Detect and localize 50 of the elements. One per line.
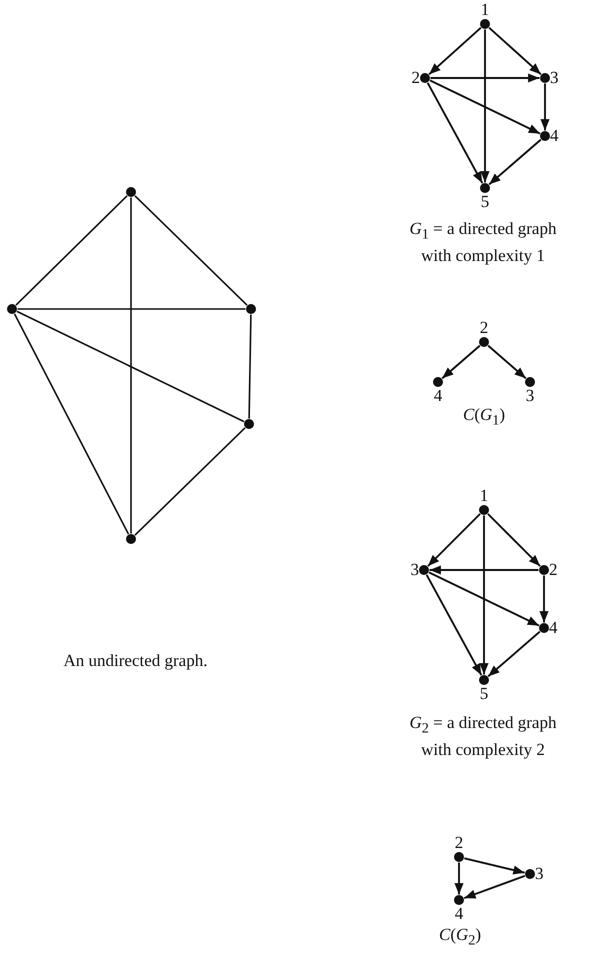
vertex-label: 2: [454, 834, 464, 852]
edge-line: [134, 195, 248, 306]
vertex-label: 3: [526, 387, 534, 405]
vertex-label: 4: [549, 619, 558, 637]
vertex-label: 1: [480, 487, 488, 505]
vertex-label: 3: [550, 69, 558, 87]
vertex-label: 4: [550, 127, 558, 145]
edge-line: [15, 195, 128, 306]
caption: G$_{2}$ = a directed graph with complexity 2: [408, 712, 558, 760]
arrow: [464, 857, 525, 874]
arrow: [428, 26, 482, 76]
caption: C(G$_{1}$): [462, 404, 506, 430]
caption: C(G$_{2}$): [438, 924, 482, 950]
vertex-label: 3: [535, 865, 544, 883]
arrow: [430, 80, 540, 134]
edge-line: [130, 198, 132, 534]
caption: An undirected graph.: [62, 650, 208, 671]
vertex-label: 3: [410, 561, 419, 579]
arrow: [430, 73, 540, 83]
arrow: [428, 572, 540, 626]
arrow: [488, 630, 540, 678]
arrow: [487, 513, 541, 567]
arrow: [479, 516, 489, 674]
vertex-label: 1: [480, 1, 490, 19]
arrow: [442, 344, 480, 380]
edge-line: [16, 310, 244, 422]
vertex-label: 2: [480, 319, 488, 337]
arrow: [430, 565, 538, 575]
arrow: [488, 26, 542, 76]
arrow: [426, 574, 482, 676]
arrow: [464, 875, 526, 899]
vertex-label: 4: [434, 387, 442, 405]
vertex-label: 2: [549, 561, 558, 579]
edge-line: [248, 314, 252, 419]
edge-line: [134, 427, 246, 536]
edge-line: [18, 308, 246, 310]
vertex-label: 5: [480, 193, 490, 211]
caption: G$_{1}$ = a directed graph with complexity 1: [408, 218, 558, 266]
arrow: [540, 84, 550, 130]
arrow: [488, 344, 526, 380]
arrow: [488, 138, 542, 186]
arrow: [454, 862, 464, 894]
arrow: [480, 30, 490, 182]
arrow: [427, 513, 481, 567]
edge-line: [14, 314, 130, 534]
vertex-label: 5: [480, 685, 488, 703]
arrow: [539, 576, 549, 622]
arrow: [426, 82, 484, 184]
vertex-label: 4: [454, 905, 464, 923]
vertex-label: 2: [412, 69, 420, 87]
